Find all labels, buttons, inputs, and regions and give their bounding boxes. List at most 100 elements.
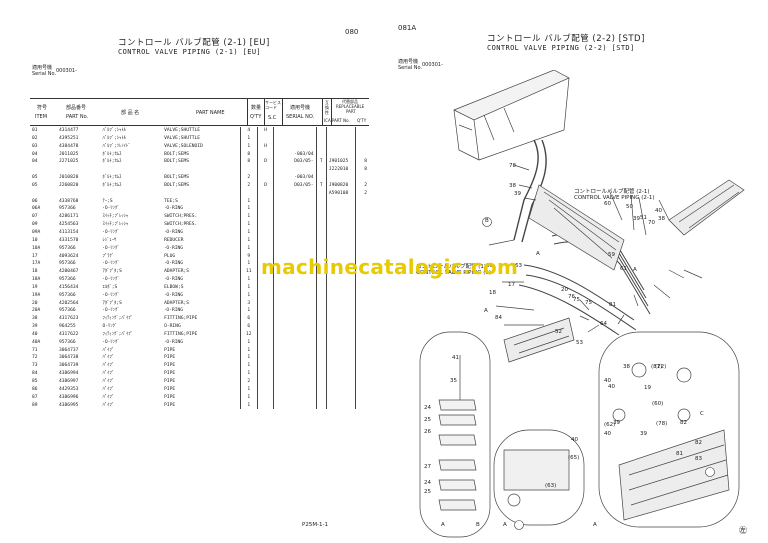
table-cell-en: PIPE [164, 371, 176, 377]
part-label: 35 [450, 378, 457, 384]
table-cell-part: 4395251 [59, 135, 79, 141]
part-label: 83 [695, 456, 702, 462]
detail-fitting [676, 367, 692, 383]
table-cell-ica [315, 236, 327, 245]
table-cell-en: ･O-RING [164, 339, 184, 345]
table-cell-qty [239, 166, 258, 175]
table-cell-item: 06A [32, 206, 41, 212]
table-cell-rqty [355, 330, 369, 339]
table-cell-part: J260820 [59, 182, 79, 188]
table-cell-rpart [325, 213, 356, 222]
table-cell-ica [315, 283, 327, 292]
right-serial-value: 000301- [422, 62, 443, 68]
table-cell-part: 957366 [59, 206, 76, 212]
table-cell-rpart [325, 174, 356, 182]
table-cell-qty: 11 [239, 268, 258, 277]
table-cell-sc [256, 221, 274, 229]
table-cell-item: 84 [32, 371, 38, 377]
part-label: 27 [424, 464, 431, 470]
table-cell-qty: 1 [239, 260, 258, 269]
table-cell-serial [273, 189, 317, 198]
table-cell-part: 957366 [59, 277, 76, 283]
table-cell-sc: H [256, 142, 274, 151]
left-title-jp: コントロール バルブ配管 (2-1) [EU] [118, 38, 270, 48]
table-cell-jp: ﾃｰ;S [102, 198, 113, 204]
table-cell-rqty [355, 346, 369, 355]
table-cell-serial [273, 315, 317, 324]
table-cell-sc [256, 197, 274, 206]
table-cell-en: ･O-RING [164, 261, 184, 267]
table-cell-rpart [325, 276, 356, 284]
part-label: 39 [633, 216, 640, 222]
hdr-divider [331, 98, 332, 126]
table-cell-jp: ﾊﾟｲﾌﾟ [102, 402, 115, 408]
part-label: (62) [604, 422, 616, 428]
part-label: (72) [655, 364, 667, 370]
table-cell-part: 4338768 [59, 198, 79, 204]
table-cell-qty: 2 [239, 181, 258, 190]
table-cell-sc [256, 362, 274, 371]
table-cell-ica [315, 346, 327, 355]
table-cell-part: 3064738 [59, 355, 79, 361]
table-cell-ica [315, 393, 327, 402]
valve-assembly-right [678, 184, 740, 229]
table-cell-rpart [325, 283, 356, 292]
table-cell-qty: 1 [239, 401, 258, 410]
table-cell-jp: ･O-ﾘﾝｸﾞ [102, 292, 120, 298]
table-cell-rpart: J222010 [325, 166, 356, 175]
table-cell-jp: ･O-ﾘﾝｸﾞ [102, 229, 120, 235]
frame-outline [458, 107, 515, 141]
table-cell-rpart [325, 291, 356, 300]
table-cell-rqty [355, 385, 369, 394]
table-cell-rqty [355, 299, 369, 308]
part-label: 78 [509, 163, 516, 169]
table-cell-item: 38 [32, 316, 38, 322]
table-cell-jp: ﾊﾟｲﾌﾟ [102, 363, 115, 369]
pipe-bundle [513, 139, 539, 241]
table-cell-serial [273, 330, 317, 339]
table-cell-ica: T [315, 158, 327, 167]
pipe-bundle [525, 274, 637, 331]
table-cell-qty [239, 189, 258, 198]
part-label: 76 [568, 294, 575, 300]
table-cell-en: BOLT;SEMS [164, 175, 190, 181]
piping-diagram [419, 70, 745, 538]
left-title-en: CONTROL VALVE PIPING (2-1) [EU] [118, 48, 262, 56]
table-cell-rpart [325, 150, 356, 159]
table-cell-serial [273, 299, 317, 308]
table-cell-serial [273, 307, 317, 316]
table-cell-item: 03 [32, 143, 38, 149]
table-cell-qty: 1 [239, 276, 258, 284]
table-cell-rpart [325, 134, 356, 143]
table-cell-ica [315, 370, 327, 378]
table-cell-part: 4286171 [59, 214, 79, 220]
table-cell-qty: 1 [239, 213, 258, 222]
table-cell-sc [256, 213, 274, 222]
left-page-number: 080 [345, 28, 359, 36]
table-cell-sc [256, 393, 274, 402]
table-cell-en: TEE;S [164, 198, 178, 204]
table-cell-en: VALVE;SHUTTLE [164, 135, 201, 141]
table-cell-ica [315, 291, 327, 300]
table-cell-rqty [355, 291, 369, 300]
detail-valve [503, 449, 570, 491]
hdr-name-jp: 部 品 名 [121, 110, 140, 116]
table-cell-ica [315, 385, 327, 394]
part-label: 75 [585, 300, 592, 306]
table-cell-jp: ･O-ﾘﾝｸﾞ [102, 261, 120, 267]
table-cell-qty: 1 [239, 205, 258, 214]
table-cell-sc [256, 299, 274, 308]
part-label: A [441, 522, 445, 528]
table-cell-part [57, 166, 101, 174]
table-cell-part: 4200467 [59, 269, 79, 275]
valve-stack-left [503, 317, 575, 363]
table-cell-serial [273, 252, 317, 261]
table-cell-rqty [355, 150, 369, 159]
table-cell-rpart: J900820 [325, 181, 356, 190]
table-cell-rqty [355, 307, 369, 316]
table-cell-serial [273, 221, 317, 229]
